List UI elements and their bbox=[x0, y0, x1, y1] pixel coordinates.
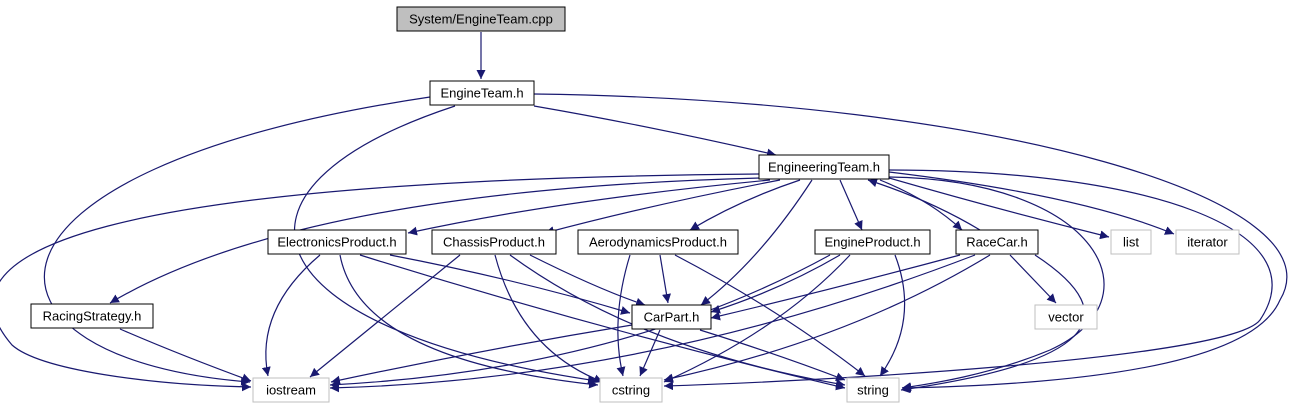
edge-engineeringteam-to-aero bbox=[689, 179, 801, 231]
edge-engineeringteam-to-chassis bbox=[544, 179, 781, 236]
node-box-racecar bbox=[955, 229, 1039, 255]
edges-layer bbox=[0, 32, 1288, 394]
edge-engineprod-to-string bbox=[879, 254, 906, 377]
edge-chassis-to-carpart bbox=[529, 254, 646, 307]
node-box-engineteam bbox=[429, 80, 535, 106]
edge-engineeringteam-to-racecar bbox=[879, 179, 963, 231]
edge-carpart-to-iostream bbox=[330, 324, 633, 385]
node-list[interactable]: list bbox=[1110, 229, 1152, 255]
node-box-iterator bbox=[1175, 229, 1240, 255]
node-engineteam[interactable]: EngineTeam.h bbox=[429, 80, 535, 106]
edge-electronics-to-cstring bbox=[339, 254, 599, 389]
node-label-engineprod: EngineProduct.h bbox=[824, 235, 920, 250]
node-label-engineeringteam: EngineeringTeam.h bbox=[768, 160, 880, 175]
node-engineeringteam[interactable]: EngineeringTeam.h bbox=[758, 154, 890, 180]
node-iterator[interactable]: iterator bbox=[1175, 229, 1240, 255]
node-box-root bbox=[396, 6, 566, 32]
edge-aero-to-carpart bbox=[659, 254, 671, 304]
node-box-chassis bbox=[431, 229, 557, 255]
node-box-list bbox=[1110, 229, 1152, 255]
edge-engineeringteam-to-engineprod bbox=[839, 179, 863, 231]
edge-engineprod-to-iostream bbox=[329, 254, 831, 390]
node-box-vector bbox=[1034, 304, 1098, 330]
nodes-layer: System/EngineTeam.cppEngineTeam.hEnginee… bbox=[30, 6, 1240, 403]
node-carpart[interactable]: CarPart.h bbox=[631, 304, 712, 330]
node-label-cstring: cstring bbox=[612, 383, 650, 398]
edge-engineteam-to-engineeringteam bbox=[533, 105, 777, 158]
node-box-iostream bbox=[252, 377, 330, 403]
node-label-carpart: CarPart.h bbox=[644, 310, 700, 325]
edge-electronics-to-iostream bbox=[261, 254, 321, 377]
node-cstring[interactable]: cstring bbox=[599, 377, 663, 403]
node-box-racingstrategy bbox=[30, 303, 154, 329]
node-label-list: list bbox=[1123, 235, 1139, 250]
node-box-electronics bbox=[267, 229, 407, 255]
node-label-racingstrategy: RacingStrategy.h bbox=[43, 309, 142, 324]
edge-engineteam-to-string bbox=[533, 93, 1288, 393]
node-racecar[interactable]: RaceCar.h bbox=[955, 229, 1039, 255]
edge-carpart-to-cstring bbox=[639, 329, 661, 377]
node-electronics[interactable]: ElectronicsProduct.h bbox=[267, 229, 407, 255]
node-label-chassis: ChassisProduct.h bbox=[443, 235, 545, 250]
edge-racecar-to-cstring bbox=[663, 254, 991, 383]
node-box-engineprod bbox=[814, 229, 931, 255]
node-label-string: string bbox=[857, 383, 889, 398]
node-label-root: System/EngineTeam.cpp bbox=[409, 12, 553, 27]
edge-engineeringteam-to-iostream bbox=[0, 173, 760, 392]
node-box-cstring bbox=[599, 377, 663, 403]
edge-racecar-to-vector bbox=[1009, 254, 1057, 304]
node-chassis[interactable]: ChassisProduct.h bbox=[431, 229, 557, 255]
node-box-aero bbox=[577, 229, 739, 255]
edge-carpart-to-string bbox=[699, 329, 846, 381]
node-label-engineteam: EngineTeam.h bbox=[440, 86, 523, 101]
node-box-engineeringteam bbox=[758, 154, 890, 180]
edge-racecar-to-engineeringteam bbox=[867, 178, 981, 231]
edge-engineeringteam-to-electronics bbox=[407, 179, 771, 236]
node-box-string bbox=[846, 377, 900, 403]
node-string[interactable]: string bbox=[846, 377, 900, 403]
node-vector[interactable]: vector bbox=[1034, 304, 1098, 330]
edge-aero-to-string bbox=[674, 254, 866, 377]
node-racingstrategy[interactable]: RacingStrategy.h bbox=[30, 303, 154, 329]
node-aero[interactable]: AerodynamicsProduct.h bbox=[577, 229, 739, 255]
edge-engineteam-to-iostream bbox=[43, 96, 431, 386]
node-label-aero: AerodynamicsProduct.h bbox=[589, 235, 727, 250]
edge-engineeringteam-to-iterator bbox=[888, 171, 1175, 235]
edge-engineprod-to-cstring bbox=[663, 254, 851, 383]
node-box-carpart bbox=[631, 304, 712, 330]
edge-aero-to-cstring bbox=[616, 254, 631, 377]
edge-engineeringteam-to-string bbox=[888, 176, 1105, 392]
node-label-racecar: RaceCar.h bbox=[966, 235, 1027, 250]
edge-chassis-to-cstring bbox=[494, 254, 604, 383]
node-label-iterator: iterator bbox=[1187, 235, 1228, 250]
edge-engineeringteam-to-cstring bbox=[663, 169, 1273, 391]
edge-chassis-to-iostream bbox=[309, 254, 461, 378]
edge-racecar-to-string bbox=[900, 254, 1086, 394]
edge-electronics-to-carpart bbox=[389, 254, 631, 315]
node-label-vector: vector bbox=[1048, 310, 1084, 325]
edge-engineprod-to-carpart bbox=[710, 254, 841, 314]
edge-engineeringteam-to-carpart bbox=[700, 179, 813, 306]
edge-engineeringteam-to-racingstrategy bbox=[109, 177, 761, 304]
edge-chassis-to-string bbox=[509, 254, 846, 388]
edge-engineeringteam-to-list bbox=[888, 177, 1110, 240]
edge-racingstrategy-to-iostream bbox=[119, 328, 252, 383]
node-label-electronics: ElectronicsProduct.h bbox=[277, 235, 396, 250]
node-root[interactable]: System/EngineTeam.cpp bbox=[396, 6, 566, 32]
node-engineprod[interactable]: EngineProduct.h bbox=[814, 229, 931, 255]
node-label-iostream: iostream bbox=[266, 383, 316, 398]
node-iostream[interactable]: iostream bbox=[252, 377, 330, 403]
edge-racecar-to-carpart bbox=[710, 254, 961, 321]
